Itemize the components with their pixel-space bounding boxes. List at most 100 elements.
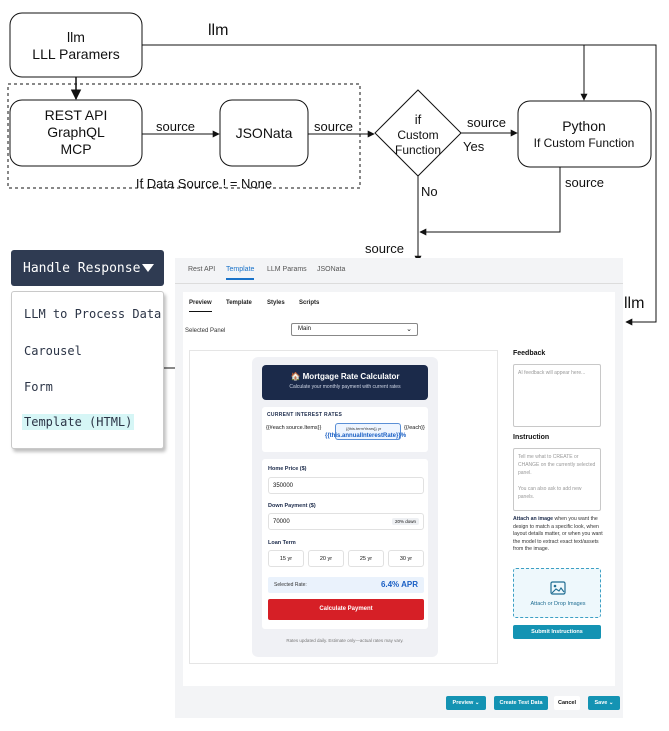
llm-box-line2: LLL Paramers	[32, 46, 119, 62]
loan-term-label: Loan Term	[268, 540, 296, 546]
instruction-placeholder-1: Tell me what to CREATE or CHANGE on the …	[518, 454, 596, 476]
cancel-button[interactable]: Cancel	[554, 696, 580, 710]
selected-panel-select[interactable]: Main ⌄	[291, 323, 418, 336]
submit-instructions-button[interactable]: Submit Instructions	[513, 625, 601, 639]
instruction-placeholder-2: You can also ask to add new panels.	[518, 486, 582, 500]
handle-response-menu: LLM to Process Data Carousel Form Templa…	[11, 291, 164, 449]
menu-item-template[interactable]: Template (HTML)	[22, 414, 135, 430]
mortgage-calculator: 🏠 Mortgage Rate Calculator Calculate you…	[252, 357, 438, 657]
selected-rate-value: 6.4% APR	[380, 580, 418, 589]
term-15[interactable]: 15 yr	[268, 550, 304, 567]
chevron-down-icon: ⌄	[608, 700, 614, 706]
calculator-subtitle: Calculate your monthly payment with curr…	[289, 384, 401, 390]
calculator-form: Home Price ($) 350000 Down Payment ($) 7…	[262, 459, 428, 629]
selected-rate-label: Selected Rate:	[274, 582, 307, 588]
template-editor-panel: Rest API Template LLM Params JSONata Pre…	[175, 258, 623, 718]
attach-note: Attach an image when you want the design…	[513, 516, 605, 554]
menu-item-carousel[interactable]: Carousel	[24, 344, 82, 358]
python-box-line1: Python	[562, 118, 606, 134]
chevron-down-icon: ⌄	[406, 326, 412, 333]
edge-llm-top	[142, 44, 588, 101]
llm-box	[9, 12, 143, 78]
preview-button-label: Preview	[452, 700, 474, 706]
selected-rate-row: Selected Rate: 6.4% APR	[268, 577, 424, 593]
save-button-label: Save	[594, 700, 608, 706]
decision-line3: Function	[395, 143, 441, 157]
assistant-side-panel: Feedback AI feedback will appear here...…	[507, 344, 609, 666]
label-yes: Yes	[463, 139, 485, 154]
term-20[interactable]: 20 yr	[308, 550, 344, 567]
api-box-line1: REST API	[45, 107, 108, 123]
subtab-scripts[interactable]: Scripts	[299, 300, 320, 306]
home-price-value: 350000	[273, 483, 294, 489]
rate-chip-term: {{this.termYears}} yr	[346, 426, 382, 431]
api-box-line2: GraphQL	[47, 124, 105, 140]
rate-chip-rate: {{this.annualInterestRate}}%	[325, 433, 407, 439]
calculate-payment-button[interactable]: Calculate Payment	[268, 599, 424, 620]
subtab-template[interactable]: Template	[226, 300, 252, 306]
chevron-down-icon: ⌄	[474, 700, 480, 706]
rates-section: CURRENT INTEREST RATES {{#each source.It…	[262, 407, 428, 452]
calculator-header: 🏠 Mortgage Rate Calculator Calculate you…	[262, 365, 428, 400]
subtab-preview[interactable]: Preview	[189, 300, 212, 312]
attach-note-bold: Attach an image	[513, 516, 554, 522]
label-source-api-jsonata: source	[156, 119, 195, 134]
data-source-group	[7, 83, 361, 189]
home-price-input[interactable]: 350000	[268, 477, 424, 494]
editor-body: Preview Template Styles Scripts Selected…	[183, 292, 615, 686]
data-source-note: If Data Source ! = None	[136, 176, 272, 191]
jsonata-box-label: JSONata	[236, 125, 293, 141]
label-llm-top: llm	[208, 22, 228, 39]
instruction-textarea[interactable]: Tell me what to CREATE or CHANGE on the …	[513, 448, 601, 511]
handle-response-dropdown[interactable]: Handle Response	[11, 250, 164, 286]
label-source-jsonata-if: source	[314, 119, 353, 134]
jsonata-box	[219, 99, 309, 167]
api-box-line3: MCP	[60, 141, 91, 157]
down-payment-label: Down Payment ($)	[268, 503, 316, 509]
create-test-data-button[interactable]: Create Test Data	[494, 696, 548, 710]
selected-panel-label: Selected Panel	[185, 328, 226, 334]
preview-card: 🏠 Mortgage Rate Calculator Calculate you…	[189, 350, 498, 664]
feedback-textarea[interactable]: AI feedback will appear here...	[513, 364, 601, 427]
top-tabs: Rest API Template LLM Params JSONata	[175, 258, 623, 284]
down-payment-percent: 20% down	[391, 518, 419, 525]
image-drop-zone[interactable]: Attach or Drop Images	[513, 568, 601, 618]
each-close: {{/each}}	[404, 425, 425, 431]
tab-rest-api[interactable]: Rest API	[188, 266, 216, 273]
decision-line1: if	[415, 112, 422, 127]
llm-box-line1: llm	[67, 29, 85, 45]
term-30[interactable]: 30 yr	[388, 550, 424, 567]
label-source-down: source	[365, 241, 404, 256]
tab-llm-params[interactable]: LLM Params	[267, 266, 307, 273]
instruction-heading: Instruction	[513, 434, 550, 441]
feedback-placeholder: AI feedback will appear here...	[518, 370, 586, 376]
image-icon	[550, 581, 566, 595]
handle-response-label: Handle Response	[23, 260, 141, 276]
python-box-line2: If Custom Function	[534, 136, 635, 150]
chevron-down-icon	[142, 264, 154, 272]
rate-chip[interactable]: {{this.termYears}} yr {{this.annualInter…	[325, 423, 406, 440]
preview-button[interactable]: Preview ⌄	[446, 696, 486, 710]
calculator-title: 🏠 Mortgage Rate Calculator	[290, 372, 400, 381]
label-source-python-down: source	[565, 175, 604, 190]
rates-heading: CURRENT INTEREST RATES	[267, 412, 343, 418]
decision-line2: Custom	[397, 128, 438, 142]
python-box	[517, 100, 652, 168]
subtab-styles[interactable]: Styles	[267, 300, 285, 306]
each-open: {{#each source.Items}}	[266, 425, 322, 431]
term-25[interactable]: 25 yr	[348, 550, 384, 567]
tab-template[interactable]: Template	[226, 266, 255, 280]
down-payment-input[interactable]: 70000 20% down	[268, 513, 424, 530]
menu-item-llm[interactable]: LLM to Process Data	[24, 307, 162, 321]
label-llm-right: llm	[624, 295, 644, 312]
save-button[interactable]: Save ⌄	[588, 696, 620, 710]
tab-jsonata[interactable]: JSONata	[317, 266, 346, 273]
feedback-heading: Feedback	[513, 350, 546, 357]
menu-item-form[interactable]: Form	[24, 380, 53, 394]
calculator-note: Rates updated daily. Estimate only—actua…	[286, 638, 404, 643]
label-source-if-python: source	[467, 115, 506, 130]
down-payment-value: 70000	[273, 519, 290, 525]
edge-python-down	[419, 167, 561, 236]
label-no: No	[421, 184, 438, 199]
